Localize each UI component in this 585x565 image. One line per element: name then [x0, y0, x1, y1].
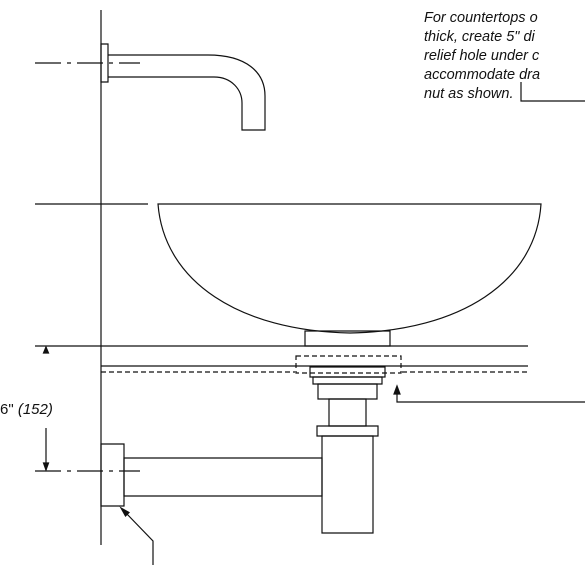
- drain-nut: [310, 367, 385, 377]
- drain-nut-lower: [313, 377, 382, 384]
- note-line-1: For countertops o: [424, 10, 538, 26]
- trap-body: [322, 436, 373, 533]
- countertop: [35, 346, 528, 373]
- relief-hole-leader-arrowhead: [394, 386, 400, 394]
- drain-flange-leader: [125, 512, 153, 565]
- bowl-outline: [158, 204, 541, 333]
- relief-hole-hidden: [296, 356, 401, 373]
- note-line-4: accommodate dra: [424, 67, 541, 83]
- installation-note: For countertops o thick, create 5" di re…: [424, 9, 585, 104]
- note-line-2: thick, create 5" di: [424, 29, 535, 45]
- drain-tailpiece-upper: [318, 384, 377, 399]
- drain-wall-flange: [101, 444, 124, 506]
- relief-hole-leader: [397, 388, 585, 402]
- dimension-arrows: [44, 347, 49, 470]
- drain-flange-leader-arrowhead: [121, 508, 129, 516]
- drain-arm: [124, 458, 322, 496]
- note-leader-line: [521, 82, 585, 101]
- wall-faucet: [101, 44, 265, 130]
- dimension-metric: (152): [17, 401, 53, 418]
- faucet-flange: [101, 44, 108, 82]
- drain-tailpiece: [329, 399, 366, 426]
- note-line-3: relief hole under c: [424, 48, 540, 64]
- dimension-arrowhead-lower: [44, 463, 49, 470]
- drain-height-dimension: 6" (152): [0, 401, 53, 418]
- note-line-5: nut as shown.: [424, 86, 514, 102]
- vessel-bowl: [158, 204, 541, 346]
- faucet-spout: [108, 55, 265, 130]
- dimension-arrowhead-upper: [44, 347, 49, 353]
- dimension-imperial: 6": [0, 401, 14, 418]
- bottle-trap: [317, 426, 378, 533]
- trap-collar: [317, 426, 378, 436]
